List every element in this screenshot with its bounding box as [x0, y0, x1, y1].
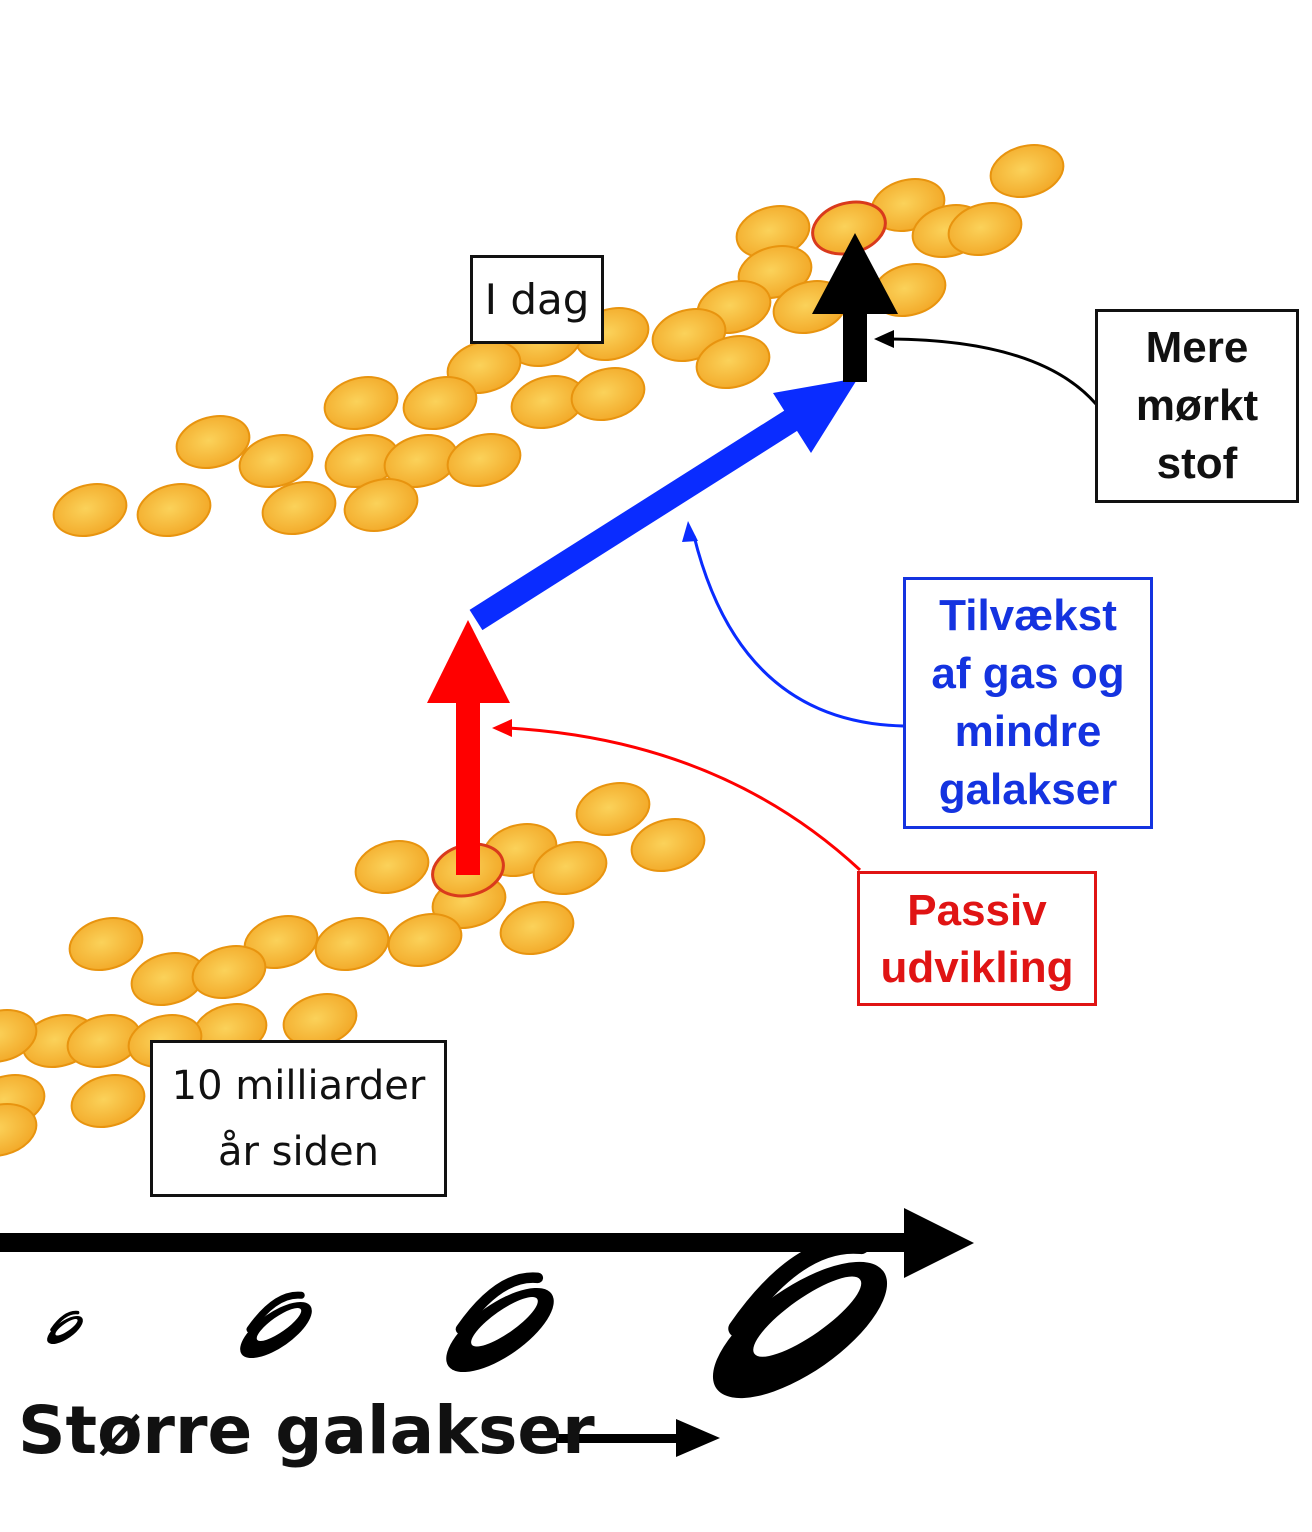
galaxy	[0, 1009, 38, 1063]
galaxy-icon-large	[446, 1272, 554, 1373]
galaxy	[575, 782, 651, 836]
galaxy	[261, 481, 337, 535]
galaxy	[989, 144, 1065, 198]
dark-matter-line-1: Mere	[1145, 323, 1249, 372]
galaxy	[323, 376, 399, 430]
label-accretion: Tilvækst af gas og mindre galakser	[903, 577, 1153, 829]
mass-axis-arrow	[0, 1208, 974, 1278]
galaxy-icon-xlarge	[712, 1236, 888, 1399]
galaxy	[0, 1103, 38, 1157]
label-past-line-1: 10 milliarder	[171, 1062, 426, 1109]
galaxy	[354, 840, 430, 894]
galaxy	[499, 901, 575, 955]
accretion-line-4: galakser	[938, 765, 1118, 814]
accretion-evolution-arrow	[469, 378, 858, 631]
accretion-line-2: af gas og	[931, 649, 1125, 698]
galaxy-icon-medium	[240, 1291, 312, 1359]
galaxy	[947, 202, 1023, 256]
label-today-text: I dag	[484, 275, 590, 324]
label-today: I dag	[470, 255, 604, 344]
passive-line-2: udvikling	[880, 942, 1074, 992]
galaxy	[695, 335, 771, 389]
galaxy	[175, 415, 251, 469]
galaxy	[446, 433, 522, 487]
accretion-line-1: Tilvækst	[939, 591, 1117, 640]
galaxy	[191, 945, 267, 999]
galaxy-population-today	[52, 144, 1065, 537]
galaxy-icon-small	[47, 1310, 83, 1345]
passive-pointer-arrow	[492, 719, 862, 872]
galaxy	[70, 1074, 146, 1128]
galaxy	[136, 483, 212, 537]
galaxy	[314, 917, 390, 971]
axis-title: Større galakser	[18, 1392, 595, 1469]
passive-line-1: Passiv	[907, 885, 1047, 935]
passive-evolution-arrow	[427, 620, 510, 875]
accretion-pointer-arrow	[682, 521, 904, 728]
label-more-dark-matter: Mere mørkt stof	[1095, 309, 1299, 503]
galaxy	[532, 841, 608, 895]
galaxy	[630, 818, 706, 872]
galaxy	[52, 483, 128, 537]
dark-matter-line-2: mørkt	[1135, 381, 1259, 430]
galaxy-population-past	[0, 782, 706, 1157]
galaxy	[570, 367, 646, 421]
galaxy	[238, 434, 314, 488]
galaxy	[68, 917, 144, 971]
axis-title-arrow	[556, 1419, 720, 1457]
dark-matter-line-3: stof	[1156, 439, 1238, 488]
dark-matter-pointer-arrow	[874, 330, 1098, 405]
label-passive-evolution: Passiv udvikling	[857, 871, 1097, 1006]
galaxy	[387, 913, 463, 967]
galaxy	[343, 478, 419, 532]
label-past-line-2: år siden	[218, 1128, 379, 1175]
accretion-line-3: mindre	[954, 707, 1102, 756]
dark-matter-evolution-arrow	[812, 233, 898, 382]
label-ten-billion-years-ago: 10 milliarder år siden	[150, 1040, 447, 1197]
galaxy	[402, 376, 478, 430]
